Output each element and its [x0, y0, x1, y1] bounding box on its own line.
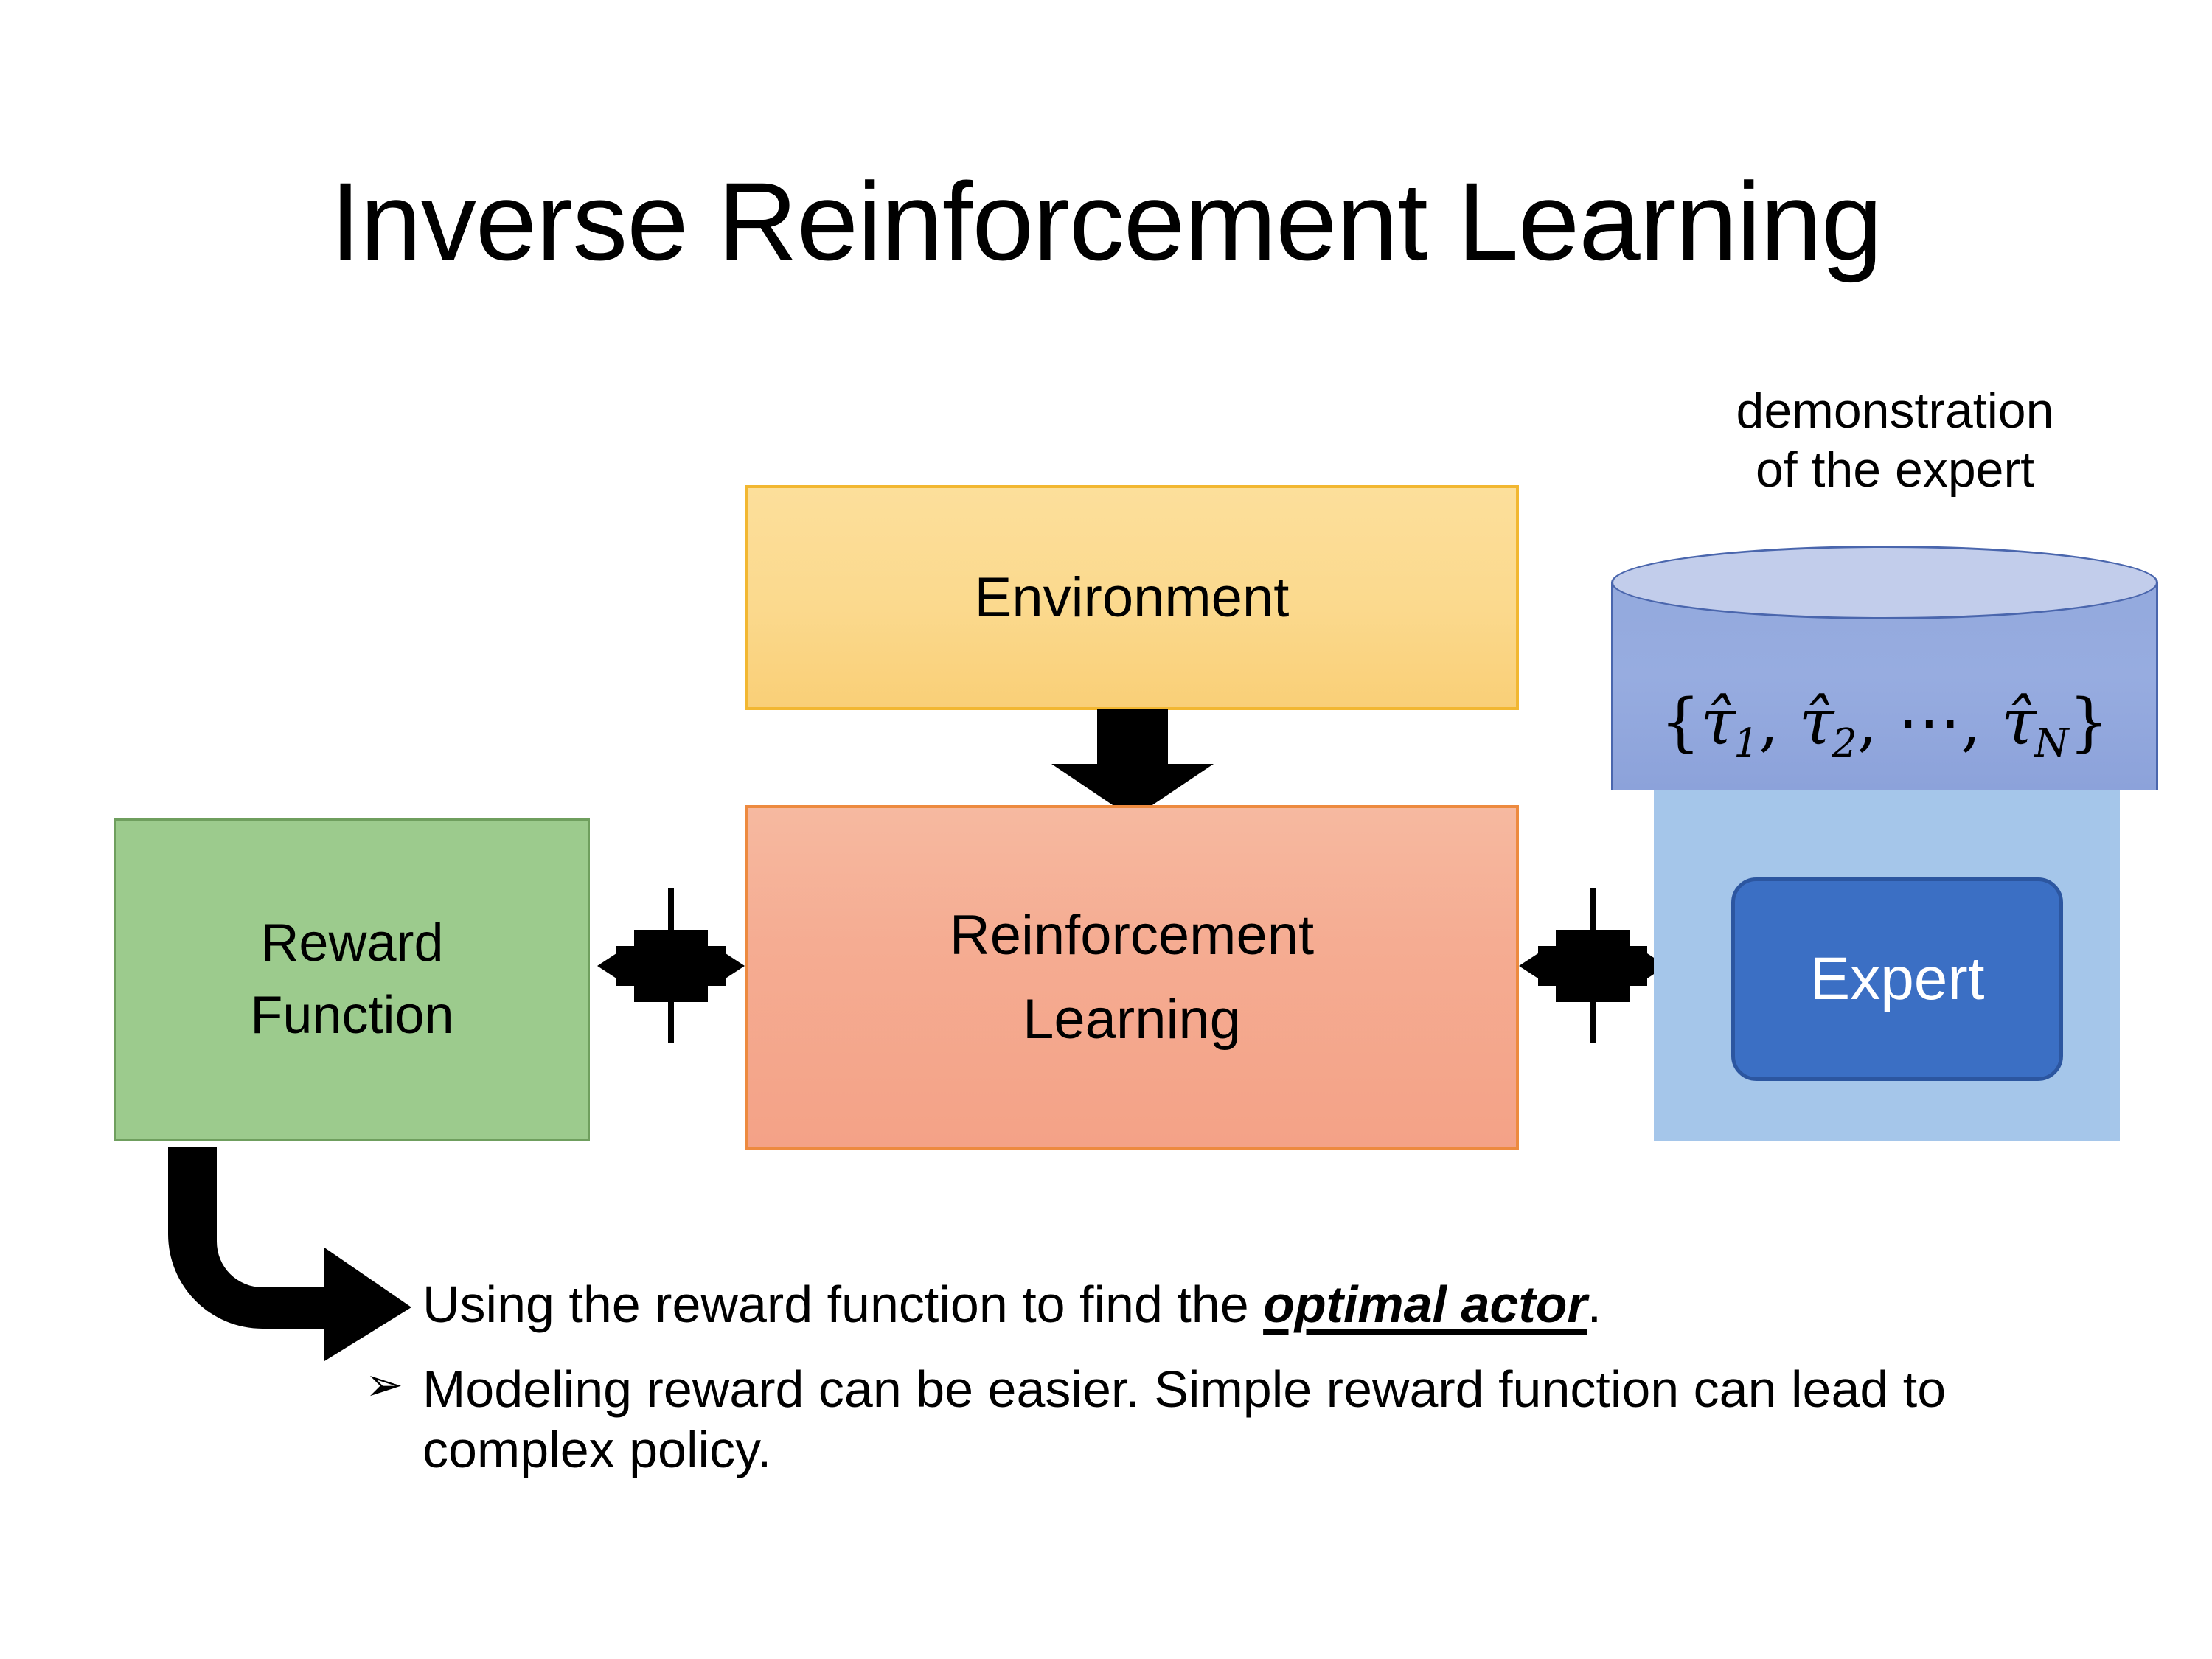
- quad-arrow-icon-right: [1519, 888, 1666, 1043]
- environment-box[interactable]: Environment: [745, 485, 1519, 710]
- demonstration-caption: demonstration of the expert: [1622, 382, 2168, 499]
- formula-tau-1: τ̂: [1700, 686, 1736, 759]
- formula-sub-n: N: [2034, 720, 2069, 767]
- formula-tau-2: τ̂: [1798, 686, 1834, 759]
- bullet-list: ➢ Using the reward function to find the …: [365, 1274, 2061, 1504]
- formula-comma-1: ,: [1759, 686, 1799, 759]
- rl-label-line2: Learning: [1023, 988, 1241, 1051]
- formula-tau-n: τ̂: [2001, 686, 2037, 759]
- list-item: ➢ Modeling reward can be easier. Simple …: [365, 1357, 2061, 1481]
- rl-label-line1: Reinforcement: [949, 904, 1315, 967]
- formula-sub-1: 1: [1733, 720, 1759, 767]
- trajectory-set-formula: {τ̂1, τ̂2, ⋯, τ̂N}: [1611, 686, 2158, 766]
- bullet-2-before: Modeling reward can be easier. Simple re…: [422, 1360, 1947, 1479]
- formula-comma-3: ,: [1961, 686, 2002, 759]
- reinforcement-learning-box[interactable]: Reinforcement Learning: [745, 805, 1519, 1150]
- bullet-arrow-icon: ➢: [365, 1273, 403, 1326]
- expert-label: Expert: [1809, 945, 1985, 1012]
- bullet-1-after: .: [1587, 1276, 1602, 1333]
- bent-arrow-icon: [168, 1147, 411, 1361]
- reward-function-label-line2: Function: [250, 986, 454, 1045]
- reward-function-label-line1: Reward: [260, 914, 444, 973]
- page-title: Inverse Reinforcement Learning: [330, 159, 1883, 283]
- bullet-1-emphasis: optimal actor: [1263, 1276, 1587, 1333]
- bullet-text-1: Using the reward function to find the op…: [422, 1274, 2061, 1335]
- bullet-text-2: Modeling reward can be easier. Simple re…: [422, 1359, 2061, 1481]
- bullet-arrow-icon: ➢: [365, 1357, 403, 1411]
- demonstration-caption-line2: of the expert: [1755, 441, 2035, 498]
- formula-sub-2: 2: [1832, 720, 1857, 767]
- formula-comma-2: ,: [1857, 686, 1898, 759]
- formula-open-brace: {: [1660, 686, 1701, 759]
- expert-box[interactable]: Expert: [1731, 877, 2063, 1081]
- demonstration-cylinder: {τ̂1, τ̂2, ⋯, τ̂N}: [1611, 546, 2158, 827]
- reward-function-box[interactable]: Reward Function: [114, 818, 590, 1141]
- demonstration-caption-line1: demonstration: [1736, 383, 2054, 439]
- down-arrow-icon: [1051, 709, 1214, 818]
- bullet-1-before: Using the reward function to find the: [422, 1276, 1264, 1333]
- cylinder-top-ellipse: [1611, 546, 2158, 619]
- formula-close-brace: }: [2068, 686, 2110, 759]
- list-item: ➢ Using the reward function to find the …: [365, 1274, 2061, 1335]
- formula-ellipsis: ⋯: [1897, 686, 1961, 759]
- environment-label: Environment: [974, 566, 1290, 629]
- quad-arrow-icon-left: [597, 888, 745, 1043]
